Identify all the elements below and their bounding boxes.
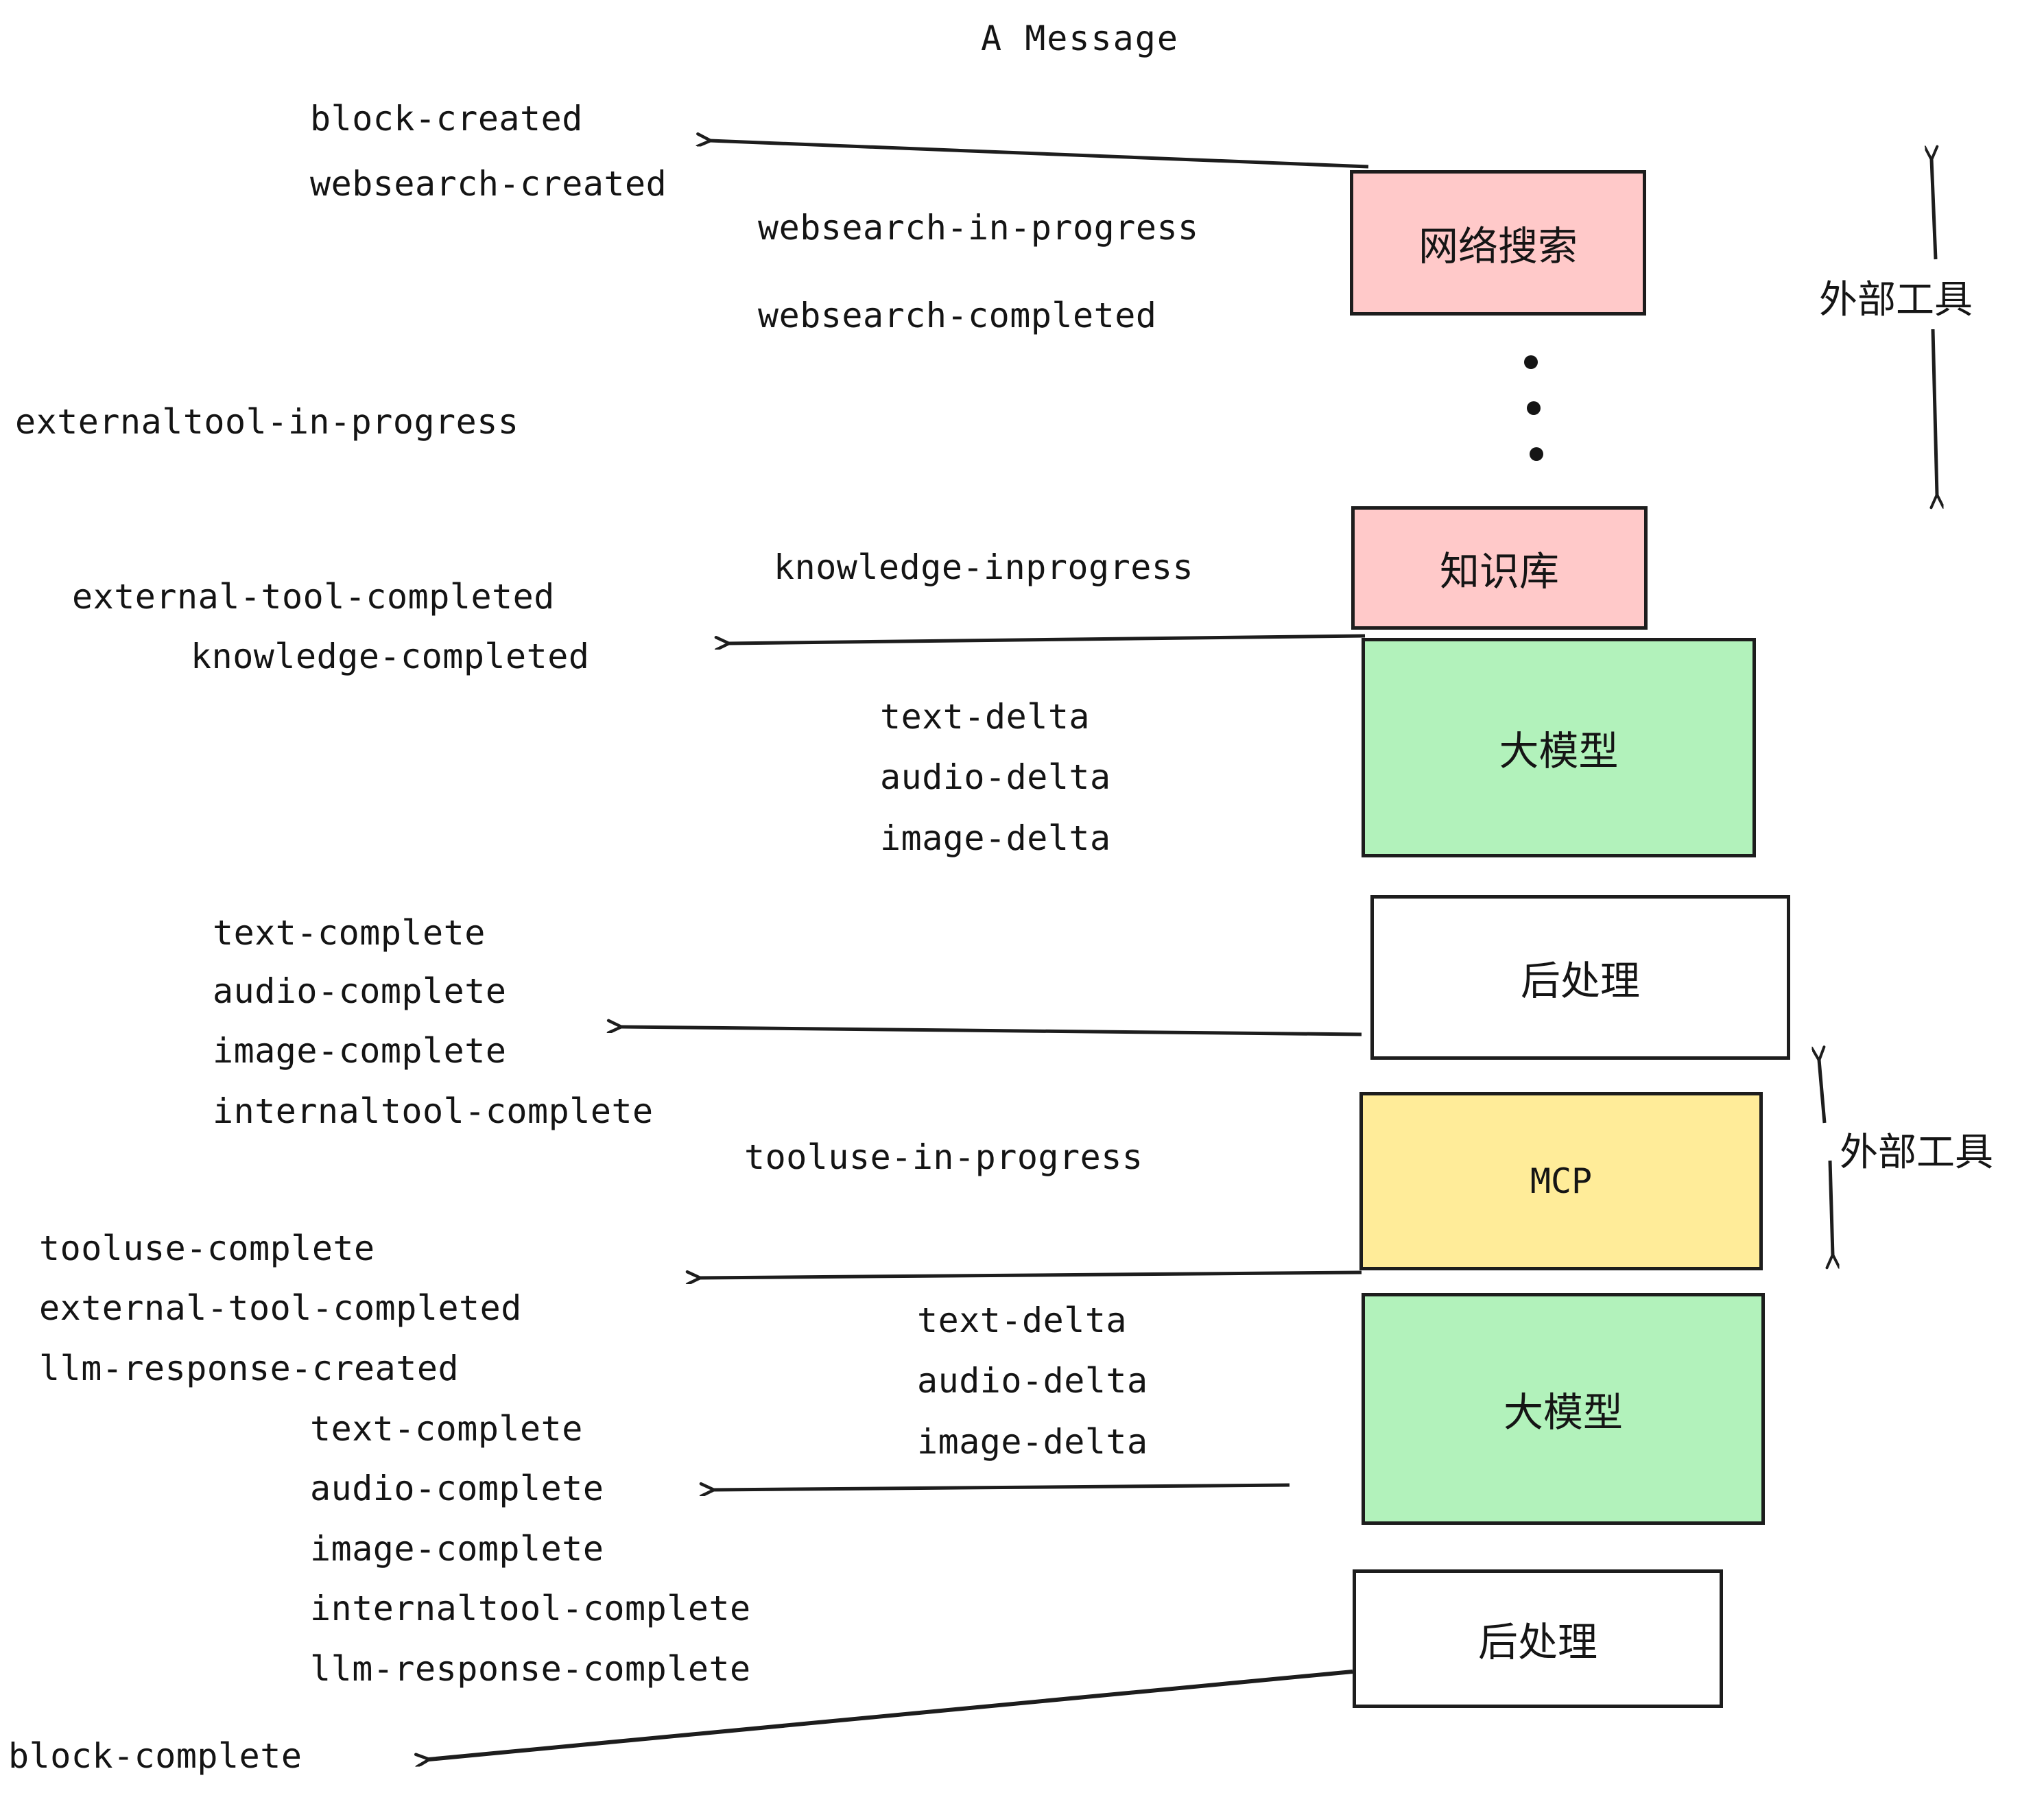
box-knowledge[interactable]: 知识库	[1351, 506, 1648, 630]
box-websearch-label: 网络搜索	[1418, 223, 1578, 270]
box-postprocess-1[interactable]: 后处理	[1370, 895, 1790, 1060]
event-image-delta-1: image-delta	[880, 818, 1111, 858]
event-text-complete-2: text-complete	[310, 1409, 583, 1449]
event-external-tool-completed-1: external-tool-completed	[72, 577, 555, 617]
arrow-knowledge-completed	[728, 634, 1366, 643]
label-external-tools-top: 外部工具	[1819, 278, 1973, 322]
arrow-tooluse-complete	[700, 1272, 1362, 1278]
event-tooluse-complete: tooluse-complete	[39, 1229, 375, 1268]
event-websearch-completed: websearch-completed	[758, 296, 1157, 335]
event-external-tool-completed-2: external-tool-completed	[39, 1288, 522, 1328]
event-block-created: block-created	[310, 99, 583, 139]
event-websearch-created: websearch-created	[310, 164, 667, 204]
box-mcp[interactable]: MCP	[1359, 1092, 1763, 1270]
arrow-block-complete	[429, 1670, 1353, 1759]
external-tools-bracket-bottom	[1819, 1060, 1833, 1255]
event-tooluse-in-progress: tooluse-in-progress	[744, 1137, 1143, 1177]
event-audio-delta-1: audio-delta	[880, 757, 1111, 797]
event-text-delta-1: text-delta	[880, 697, 1091, 737]
box-llm-1[interactable]: 大模型	[1362, 638, 1756, 857]
event-llm-response-created: llm-response-created	[39, 1349, 460, 1388]
event-websearch-in-progress: websearch-in-progress	[758, 208, 1199, 248]
arrow-websearch-created	[710, 141, 1369, 169]
event-image-delta-2: image-delta	[917, 1422, 1148, 1462]
label-external-tools-bottom: 外部工具	[1840, 1130, 1993, 1175]
event-image-complete-2: image-complete	[310, 1529, 604, 1569]
arrow-image-complete	[621, 1027, 1362, 1036]
event-externaltool-in-progress: externaltool-in-progress	[15, 402, 519, 442]
event-llm-response-complete: llm-response-complete	[310, 1649, 751, 1689]
ellipsis-dot-3	[1530, 447, 1543, 461]
arrow-audio-complete	[713, 1485, 1290, 1490]
box-postprocess-2-label: 后处理	[1477, 1619, 1597, 1665]
event-block-complete: block-complete	[8, 1736, 302, 1776]
box-postprocess-1-label: 后处理	[1520, 958, 1640, 1004]
event-internaltool-complete-2: internaltool-complete	[310, 1589, 751, 1628]
ellipsis-dot-1	[1524, 355, 1538, 369]
ellipsis-dot-2	[1527, 401, 1541, 415]
event-audio-complete-2: audio-complete	[310, 1469, 604, 1508]
box-llm-2-label: 大模型	[1503, 1389, 1623, 1436]
event-knowledge-completed: knowledge-completed	[191, 637, 590, 676]
event-text-delta-2: text-delta	[917, 1301, 1128, 1340]
box-mcp-label: MCP	[1530, 1161, 1593, 1201]
event-audio-complete-1: audio-complete	[213, 971, 507, 1011]
event-internaltool-complete-1: internaltool-complete	[213, 1091, 654, 1131]
box-websearch[interactable]: 网络搜索	[1350, 170, 1646, 316]
box-postprocess-2[interactable]: 后处理	[1353, 1569, 1723, 1708]
event-knowledge-inprogress: knowledge-inprogress	[774, 547, 1194, 587]
event-text-complete-1: text-complete	[213, 913, 486, 953]
box-llm-2[interactable]: 大模型	[1362, 1293, 1765, 1525]
page-title: A Message	[981, 19, 1179, 58]
box-knowledge-label: 知识库	[1439, 548, 1559, 595]
event-image-complete-1: image-complete	[213, 1031, 507, 1071]
event-audio-delta-2: audio-delta	[917, 1361, 1148, 1401]
box-llm-1-label: 大模型	[1499, 728, 1619, 774]
external-tools-bracket-top	[1932, 159, 1937, 495]
